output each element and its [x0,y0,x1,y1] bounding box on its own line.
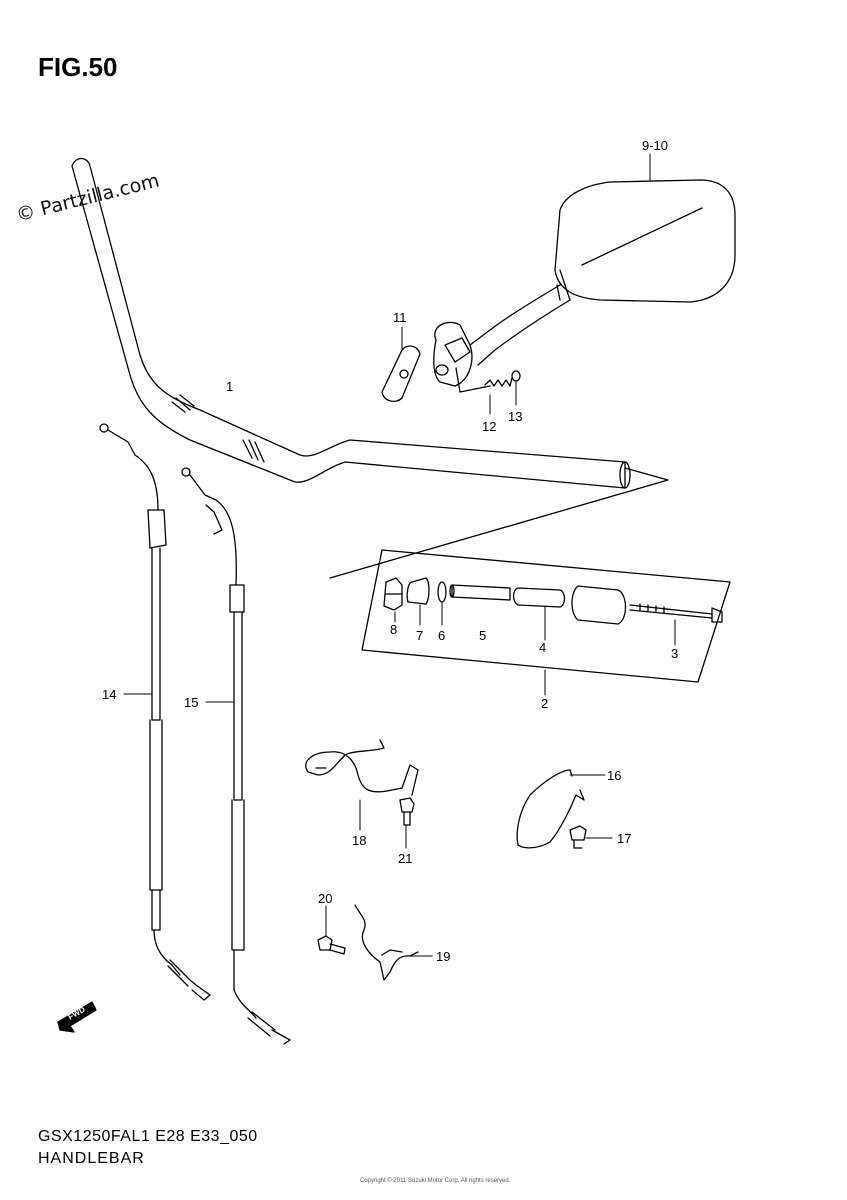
projection-lines [329,467,731,683]
handlebar-part[interactable] [71,157,631,489]
callout-9-10: 9-10 [642,138,668,153]
mirror-mount[interactable] [433,321,491,393]
throttle-cable-14[interactable] [99,423,211,1001]
callout-15: 15 [184,695,198,710]
screw-17[interactable] [569,825,587,849]
callout-4: 4 [539,640,546,655]
rubber-collar-part[interactable] [406,577,430,605]
washer-part[interactable] [511,370,521,382]
callout-21: 21 [398,851,412,866]
bolt-20[interactable] [317,935,346,955]
callout-13: 13 [508,409,522,424]
callout-19: 19 [436,949,450,964]
callout-8: 8 [390,622,397,637]
callout-1: 1 [226,379,233,394]
part-name: HANDLEBAR [38,1150,145,1167]
callout-12: 12 [482,419,496,434]
figure-title: FIG.50 [38,52,118,82]
clamp-18[interactable] [305,739,419,796]
forward-arrow-icon: FWD [57,1001,97,1033]
callout-18: 18 [352,833,366,848]
callout-6: 6 [438,628,445,643]
spring-part[interactable] [484,377,513,387]
screw-21[interactable] [399,797,415,826]
leader-lines [123,153,676,957]
inner-weight-part[interactable] [512,587,566,608]
ring-part[interactable] [437,581,447,603]
callout-2: 2 [541,696,548,711]
spacer-tube-part[interactable] [449,584,511,601]
mirror-part[interactable] [469,179,736,366]
callout-3: 3 [671,646,678,661]
callout-11: 11 [393,310,407,325]
callout-7: 7 [416,628,423,643]
callout-17: 17 [617,831,631,846]
clamp-19[interactable] [354,904,419,981]
outer-weight-part[interactable] [571,585,627,625]
fine-print: Copyright © 2011 Suzuki Motor Corp. All … [360,1178,511,1184]
clamp-16[interactable] [516,769,585,849]
mirror-plate-part[interactable] [381,345,421,403]
long-bolt-part[interactable] [629,603,723,623]
callout-14: 14 [102,687,116,702]
throttle-cable-15[interactable] [181,467,291,1045]
model-code: GSX1250FAL1 E28 E33_050 [38,1128,258,1145]
callout-labels: 1 2 3 4 5 6 7 8 9-10 11 12 13 14 15 16 1… [102,138,678,964]
bar-end-cap-part[interactable] [383,577,403,611]
callout-16: 16 [607,768,621,783]
callout-20: 20 [318,891,332,906]
callout-5: 5 [479,628,486,643]
